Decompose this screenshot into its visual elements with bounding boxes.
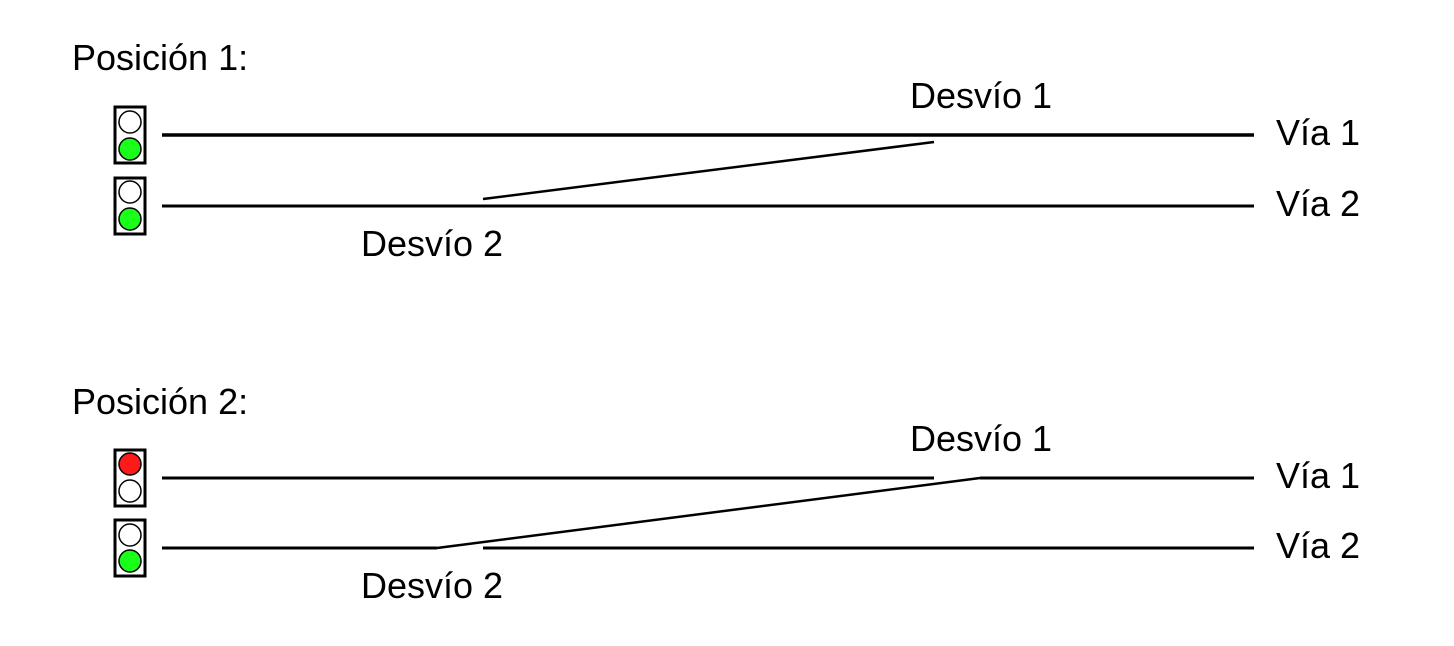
position-2-title: Posición 2: xyxy=(72,381,248,422)
position-2-signal-track-2[interactable] xyxy=(113,518,147,578)
position-1-signal-track-1[interactable] xyxy=(113,105,147,165)
signal-lamp-bottom xyxy=(118,479,142,503)
signal-lamp-bottom xyxy=(118,207,142,231)
position-1-switch-blade xyxy=(482,140,935,201)
position-1-track-2-label: Vía 2 xyxy=(1276,183,1360,224)
position-2-crossover xyxy=(436,476,981,550)
position-2-switch-2-label: Desvío 2 xyxy=(361,565,503,606)
position-2-signal-track-1[interactable] xyxy=(113,448,147,508)
position-2-switch-1-label: Desvío 1 xyxy=(910,418,1052,459)
position-2-panel: Posición 2: Desvío 1 Desvío 2 Vía 1 Vía … xyxy=(72,381,1360,606)
signal-lamp-top xyxy=(118,523,142,547)
position-1-title: Posición 1: xyxy=(72,37,248,78)
signal-lamp-bottom xyxy=(118,137,142,161)
signal-lamp-top xyxy=(118,110,142,134)
position-1-switch-1-label: Desvío 1 xyxy=(910,75,1052,116)
signal-lamp-top xyxy=(118,452,142,476)
position-1-track-1-label: Vía 1 xyxy=(1276,112,1360,153)
position-1-switch-2-label: Desvío 2 xyxy=(361,223,503,264)
position-1-signal-track-2[interactable] xyxy=(113,176,147,236)
signal-lamp-bottom xyxy=(118,549,142,573)
signal-lamp-top xyxy=(118,180,142,204)
position-2-track-2-label: Vía 2 xyxy=(1276,525,1360,566)
position-1-panel: Posición 1: Desvío 1 Desvío 2 Vía 1 Vía … xyxy=(72,37,1360,264)
position-2-track-1-label: Vía 1 xyxy=(1276,455,1360,496)
